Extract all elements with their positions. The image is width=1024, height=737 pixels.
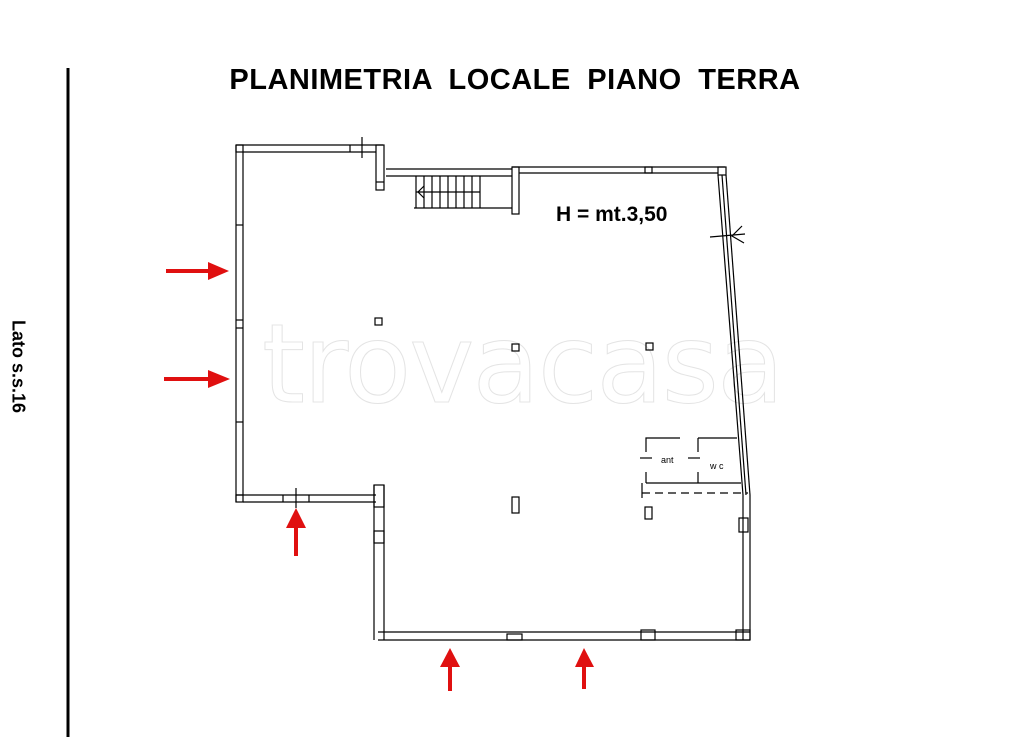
room-label-ant: ant (661, 455, 674, 465)
entrance-arrow-south-3 (575, 648, 594, 689)
page-title: PLANIMETRIA LOCALE PIANO TERRA (229, 64, 801, 96)
height-label: H = mt.3,50 (556, 203, 668, 226)
entrance-arrows (164, 262, 594, 691)
entrance-arrow-south-2 (440, 648, 460, 691)
watermark: trovacasa (261, 300, 784, 429)
entrance-arrow-west-2 (164, 370, 230, 388)
entrance-arrow-south-1 (286, 508, 306, 556)
entrance-arrow-west-1 (166, 262, 229, 280)
room-label-wc: w c (710, 461, 724, 471)
walls (235, 137, 751, 641)
